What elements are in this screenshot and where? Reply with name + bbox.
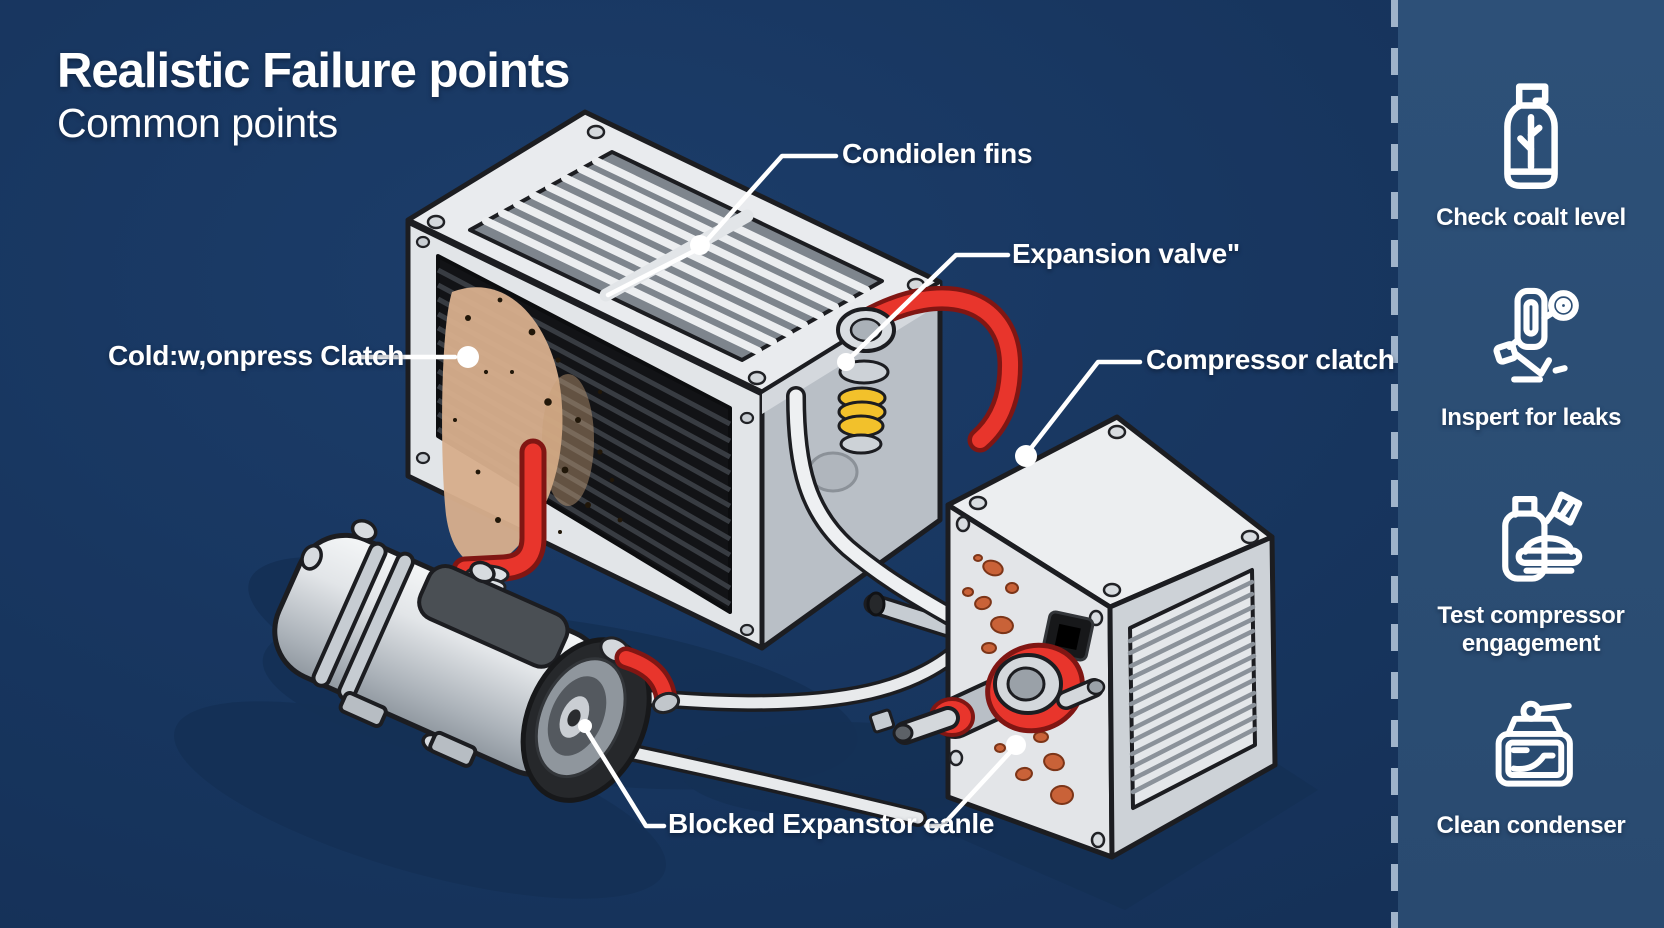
- callout-label-blocked-expansion: Blocked Expanstor canle: [668, 808, 995, 839]
- callout-label-compressor-clutch: Compressor clatch: [1146, 344, 1395, 375]
- checklist-item-coolant: Check coalt level: [1398, 76, 1664, 232]
- leak-detector-icon: [1493, 287, 1579, 383]
- checklist-item-clean-condenser: Clean condenser: [1398, 694, 1664, 840]
- pump-unit: [272, 519, 652, 803]
- compressor-clutch-assembly: [868, 642, 1106, 745]
- callout-dots: [457, 235, 1037, 755]
- callout-label-condenser-fins: Condiolen fins: [842, 138, 1033, 169]
- page-subtitle: Common points: [57, 100, 338, 147]
- checklist-label: Check coalt level: [1436, 204, 1626, 231]
- clean-condenser-icon: [1495, 700, 1573, 787]
- coolant-bottle-icon: [1504, 83, 1558, 189]
- callout-label-expansion-valve: Expansion valve": [1012, 238, 1240, 269]
- checklist-sidebar: Check coalt level Inspert for leaks: [1398, 0, 1664, 928]
- checklist-item-compressor-test: Test compressor engagement: [1398, 480, 1664, 657]
- callout-lines: [357, 153, 1143, 829]
- checklist-item-leaks: Inspert for leaks: [1398, 282, 1664, 432]
- compressor-test-icon: [1502, 491, 1583, 582]
- checklist-label: Test compressor engagement: [1437, 602, 1625, 657]
- page-title: Realistic Failure points: [57, 44, 570, 98]
- condenser-unit: [405, 109, 1023, 651]
- checklist-label: Clean condenser: [1436, 812, 1626, 839]
- callout-label-cold-compress-clutch: Cold:w,onpress Clatch: [108, 340, 405, 371]
- pump-outlet-tube: [599, 636, 681, 715]
- checklist-label: Inspert for leaks: [1440, 404, 1622, 431]
- compressor-unit: [868, 414, 1278, 860]
- dashed-divider: [1391, 0, 1398, 928]
- header: Realistic Failure points Common points: [57, 44, 570, 147]
